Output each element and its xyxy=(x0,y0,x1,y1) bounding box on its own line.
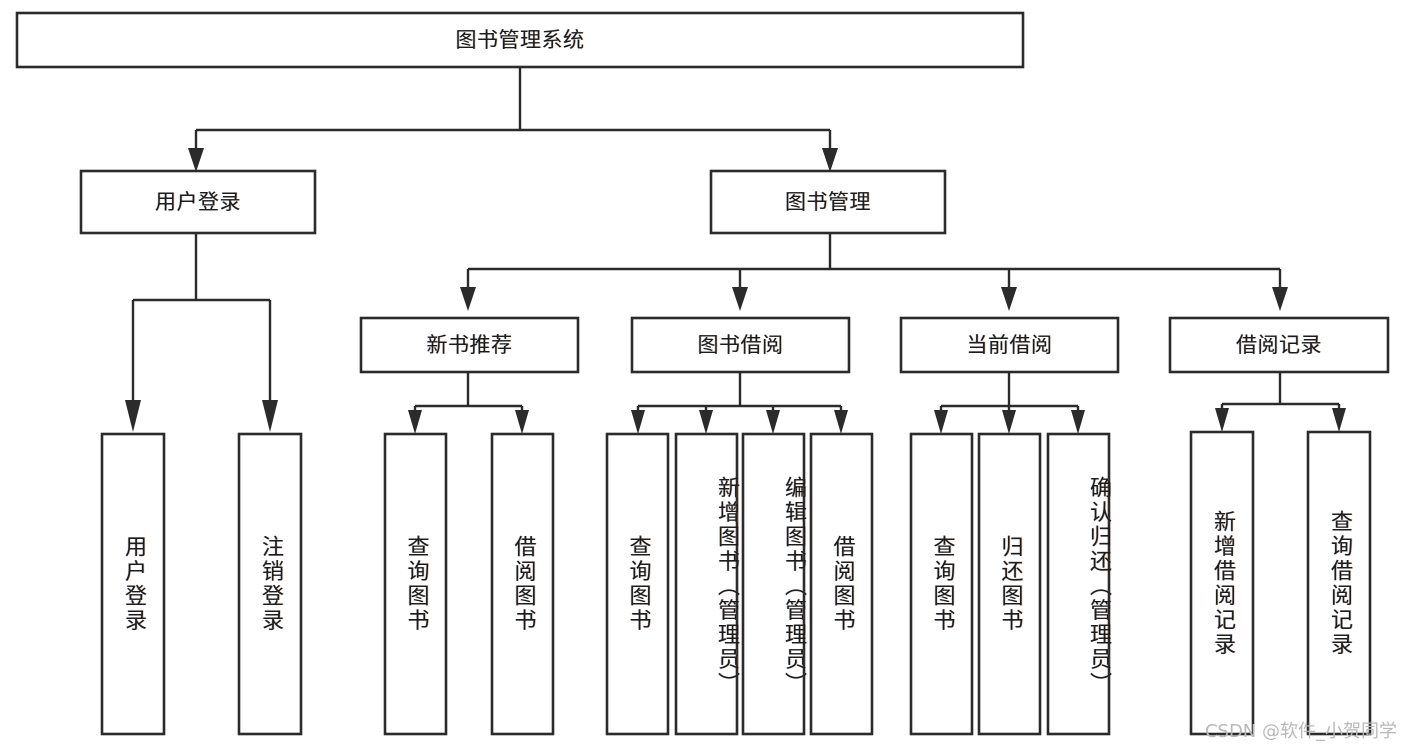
node-box-leaf-edit-book[interactable] xyxy=(741,432,806,736)
node-box-leaf-user-login[interactable] xyxy=(100,432,166,736)
node-box-leaf-query-book-3[interactable] xyxy=(909,432,974,736)
arrow-icon-borrow xyxy=(732,287,748,311)
node-box-leaf-borrow-book-1[interactable] xyxy=(490,432,555,736)
node-box-user-login[interactable] xyxy=(79,169,317,235)
arrow-icon-user-login xyxy=(188,148,204,172)
arrow-heads xyxy=(125,148,1346,434)
arrow-icon-leaf-user-login xyxy=(125,400,141,432)
node-box-new-book-recommend[interactable] xyxy=(359,316,580,374)
arrow-icon-leaf-logout xyxy=(262,400,278,432)
node-box-leaf-return-book[interactable] xyxy=(977,432,1042,736)
arrow-icon-leaf-query-book-3 xyxy=(934,410,948,434)
arrow-icon-leaf-add-record xyxy=(1215,408,1229,432)
arrow-icon-record xyxy=(1272,287,1288,311)
arrow-icon-leaf-add-book xyxy=(699,410,713,434)
arrow-icon-book-management xyxy=(822,148,838,172)
node-box-leaf-query-record[interactable] xyxy=(1306,430,1372,736)
node-box-leaf-add-record[interactable] xyxy=(1189,430,1255,736)
node-box-book-borrow[interactable] xyxy=(630,316,851,374)
node-box-leaf-add-book[interactable] xyxy=(674,432,739,736)
node-box-leaf-logout[interactable] xyxy=(237,432,303,736)
node-box-borrow-record[interactable] xyxy=(1168,316,1390,374)
node-box-leaf-confirm-return[interactable] xyxy=(1046,432,1111,736)
arrow-icon-leaf-query-record xyxy=(1332,408,1346,432)
arrow-icon-leaf-borrow-book-1 xyxy=(515,410,529,434)
arrow-icon-leaf-borrow-book-2 xyxy=(834,410,848,434)
node-box-root[interactable] xyxy=(15,11,1025,69)
arrow-icon-recommend xyxy=(460,287,476,311)
arrow-icon-leaf-query-book-2 xyxy=(631,410,645,434)
node-box-leaf-query-book-1[interactable] xyxy=(383,432,448,736)
node-boxes xyxy=(15,11,1390,736)
arrow-icon-leaf-query-book-1 xyxy=(408,410,422,434)
node-box-current-borrow[interactable] xyxy=(899,316,1120,374)
node-box-leaf-borrow-book-2[interactable] xyxy=(809,432,874,736)
node-box-book-management[interactable] xyxy=(709,169,947,235)
arrow-icon-leaf-confirm-return xyxy=(1071,410,1085,434)
arrow-icon-leaf-edit-book xyxy=(766,410,780,434)
arrow-icon-leaf-return-book xyxy=(1002,410,1016,434)
arrow-icon-current xyxy=(1001,287,1017,311)
node-box-leaf-query-book-2[interactable] xyxy=(605,432,670,736)
